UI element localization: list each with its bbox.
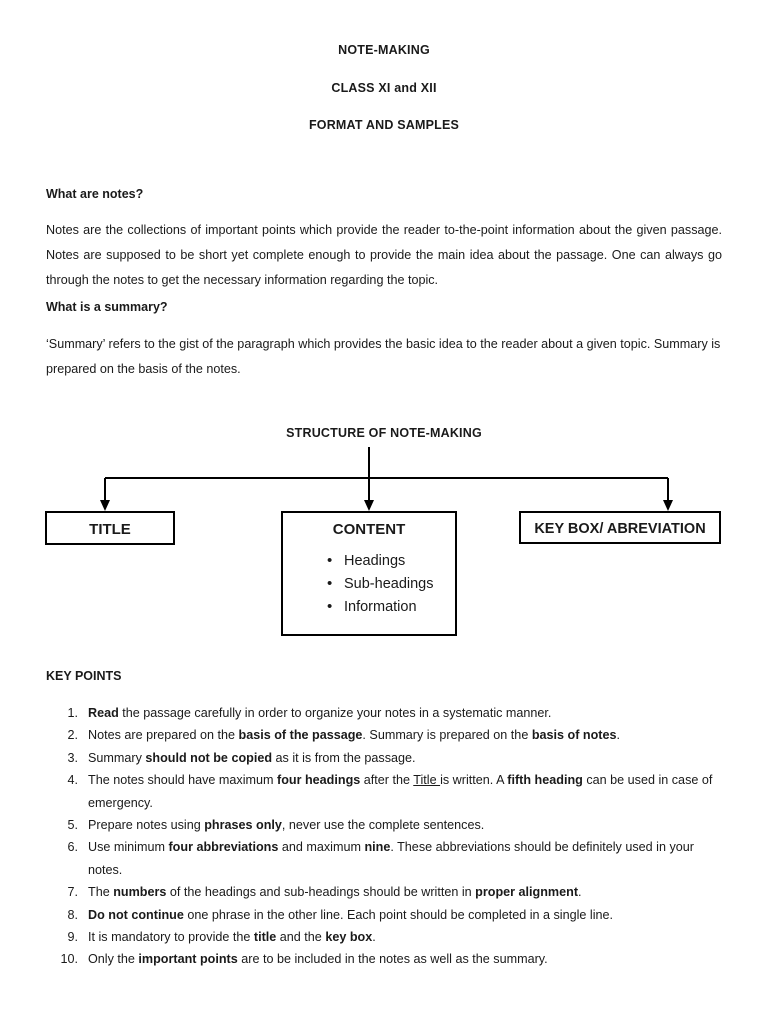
key-point-item: 9. It is mandatory to provide the title a… [46,926,722,948]
document-title-main: NOTE-MAKING [338,43,430,57]
key-point-item: 5. Prepare notes using phrases only, neve… [46,814,722,836]
key-point-number: 9. [67,930,78,945]
key-point-item: 2. Notes are prepared on the basis of the… [46,724,722,746]
section-heading-notes: What are notes? [46,187,144,201]
diagram-connectors [100,447,673,511]
key-point-item: 4. The notes should have maximum four hea… [46,769,722,814]
key-point-number: 8. [67,907,78,922]
key-point-text: Summary should not be copied as it is fr… [88,750,416,765]
diagram-node-title: TITLE [45,511,175,545]
key-point-text: The notes should have maximum four headi… [88,773,713,810]
key-point-number: 4. [67,773,78,788]
list-item: Headings [327,549,455,573]
key-point-number: 7. [67,885,78,900]
key-point-number: 2. [67,728,78,743]
key-point-text: Use minimum four abbreviations and maxim… [88,840,694,877]
list-item: Information [327,595,455,619]
paragraph-summary: ‘Summary’ refers to the gist of the para… [46,337,721,376]
key-point-number: 3. [67,750,78,765]
key-point-item: 6. Use minimum four abbreviations and max… [46,836,722,881]
key-point-number: 1. [67,706,78,720]
diagram-node-content-label: CONTENT [332,521,406,538]
diagram-node-keybox: KEY BOX/ ABREVIATION [519,511,721,544]
diagram-content-list: Headings Sub-headings Information [283,549,455,619]
key-points-list: 1. Read the passage carefully in order to… [46,702,722,971]
key-point-number: 5. [67,818,78,833]
section-heading-key-points: KEY POINTS [46,669,122,683]
structure-diagram: STRUCTURE OF NOTE-MAKING TITLE CONTENT H… [0,420,768,645]
key-point-item: 1. Read the passage carefully in order to… [46,702,722,724]
key-point-item: 3. Summary should not be copied as it is … [46,747,722,769]
diagram-node-keybox-label: KEY BOX/ ABREVIATION [534,521,706,537]
list-item: Sub-headings [327,572,455,596]
paragraph-notes: Notes are the collections of important p… [46,223,722,287]
key-point-text: Read the passage carefully in order to o… [88,706,552,720]
key-point-number: 10. [60,952,78,967]
document-title-block: NOTE-MAKING CLASS XI and XII FORMAT AND … [46,44,722,132]
key-point-item: 8. Do not continue one phrase in the othe… [46,904,722,926]
key-point-text: Notes are prepared on the basis of the p… [88,728,621,743]
section-heading-summary: What is a summary? [46,300,168,314]
key-point-text: The numbers of the headings and sub-head… [88,885,582,900]
key-point-text: It is mandatory to provide the title and… [88,930,376,945]
key-point-item: 10. Only the important points are to be i… [46,948,722,970]
key-point-number: 6. [67,840,78,855]
key-point-item: 7. The numbers of the headings and sub-he… [46,881,722,903]
diagram-title: STRUCTURE OF NOTE-MAKING [286,426,482,440]
key-point-text: Only the important points are to be incl… [88,952,548,967]
document-title-class: CLASS XI and XII [331,80,437,95]
document-title-subtitle: FORMAT AND SAMPLES [308,118,460,132]
diagram-node-title-label: TITLE [89,521,131,538]
key-point-text: Do not continue one phrase in the other … [88,907,614,922]
key-point-text: Prepare notes using phrases only, never … [88,818,485,833]
diagram-node-content: CONTENT Headings Sub-headings Informatio… [281,511,457,636]
